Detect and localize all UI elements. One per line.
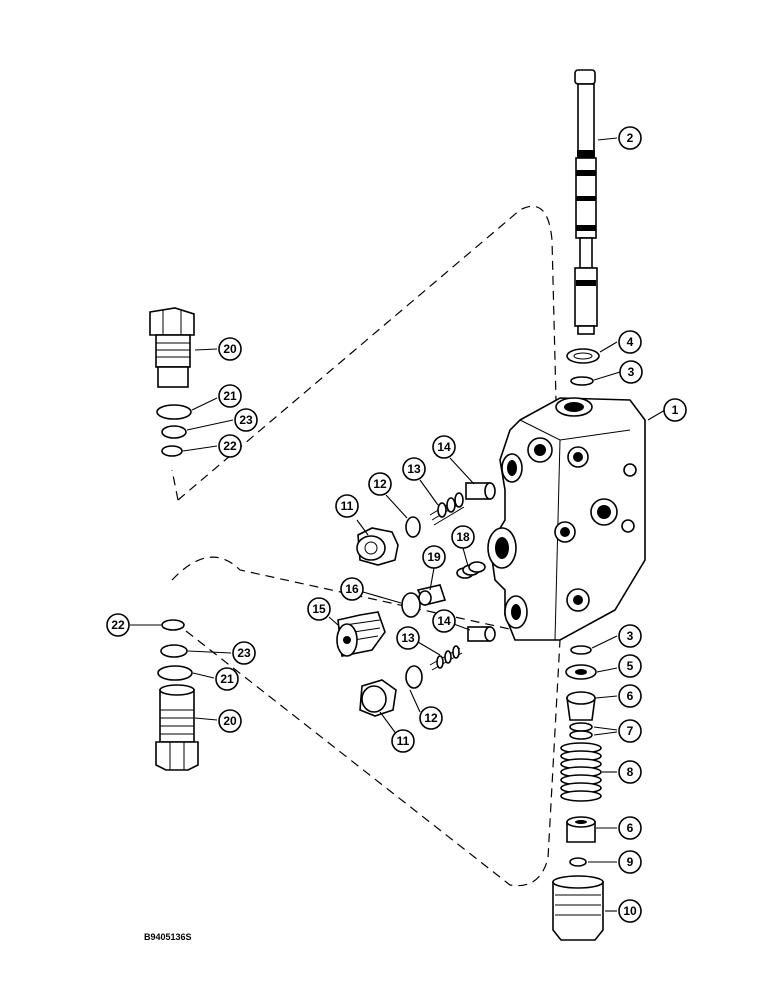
callout-11-bottom: 11: [391, 729, 415, 753]
svg-text:18: 18: [456, 530, 470, 544]
svg-text:12: 12: [424, 711, 438, 725]
svg-text:7: 7: [627, 724, 634, 738]
callout-14-bottom: 14: [432, 609, 456, 633]
callout-9: 9: [618, 850, 642, 874]
callout-22-bottom: 22: [106, 613, 130, 637]
svg-text:16: 16: [345, 582, 359, 596]
spool-part: [574, 69, 598, 335]
svg-text:13: 13: [407, 462, 421, 476]
svg-text:20: 20: [223, 342, 237, 356]
svg-text:19: 19: [427, 550, 441, 564]
callout-12-top: 12: [368, 472, 392, 496]
callout-3-bottom: 3: [618, 624, 642, 648]
callout-13-bottom: 13: [396, 626, 420, 650]
svg-text:22: 22: [223, 439, 237, 453]
lower-spring-stack: [552, 645, 604, 941]
callout-3-top: 3: [619, 360, 643, 384]
callout-1: 1: [663, 398, 687, 422]
seal-washer-top: [566, 348, 600, 386]
callout-6-top: 6: [618, 684, 642, 708]
svg-text:23: 23: [237, 646, 251, 660]
callout-16: 16: [340, 577, 364, 601]
svg-text:4: 4: [627, 335, 634, 349]
callout-13-top: 13: [402, 457, 426, 481]
svg-text:22: 22: [111, 618, 125, 632]
svg-text:23: 23: [239, 413, 253, 427]
middle-cluster: [336, 482, 496, 717]
callout-12-bottom: 12: [419, 706, 443, 730]
callout-2: 2: [618, 126, 642, 150]
callout-20-bottom: 20: [218, 709, 242, 733]
callout-23-top: 23: [234, 408, 258, 432]
svg-text:14: 14: [437, 614, 451, 628]
callout-21-bottom: 21: [215, 667, 239, 691]
svg-text:10: 10: [623, 904, 637, 918]
callout-23-bottom: 23: [232, 641, 256, 665]
dashed-group-outline: [171, 205, 561, 887]
callout-4: 4: [618, 330, 642, 354]
svg-text:13: 13: [401, 631, 415, 645]
callout-14-top: 14: [432, 435, 456, 459]
svg-text:6: 6: [627, 689, 634, 703]
svg-text:9: 9: [627, 855, 634, 869]
callout-20-top: 20: [218, 337, 242, 361]
callout-5: 5: [618, 654, 642, 678]
valve-body: [487, 397, 646, 641]
svg-text:14: 14: [437, 440, 451, 454]
callout-6-bottom: 6: [618, 816, 642, 840]
callout-11-top: 11: [335, 494, 359, 518]
svg-text:3: 3: [627, 629, 634, 643]
svg-text:15: 15: [312, 602, 326, 616]
relief-valve-lower: [155, 619, 199, 771]
svg-text:21: 21: [220, 672, 234, 686]
callout-21-top: 21: [218, 384, 242, 408]
svg-text:11: 11: [397, 734, 410, 748]
callout-8: 8: [618, 760, 642, 784]
callout-18: 18: [451, 525, 475, 549]
svg-text:5: 5: [627, 659, 634, 673]
svg-text:3: 3: [628, 365, 635, 379]
svg-text:2: 2: [627, 131, 634, 145]
svg-text:21: 21: [223, 389, 237, 403]
svg-text:1: 1: [672, 403, 679, 417]
svg-text:12: 12: [373, 477, 387, 491]
relief-valve-upper: [149, 307, 195, 457]
callout-15: 15: [307, 597, 331, 621]
callout-10: 10: [618, 899, 642, 923]
leader-lines: [130, 137, 666, 912]
callout-19: 19: [422, 545, 446, 569]
callout-7: 7: [618, 719, 642, 743]
svg-text:8: 8: [627, 765, 634, 779]
svg-text:6: 6: [627, 821, 634, 835]
svg-text:20: 20: [223, 714, 237, 728]
callout-22-top: 22: [218, 434, 242, 458]
svg-text:11: 11: [341, 499, 354, 513]
drawing-reference-number: B9405136S: [144, 932, 192, 942]
